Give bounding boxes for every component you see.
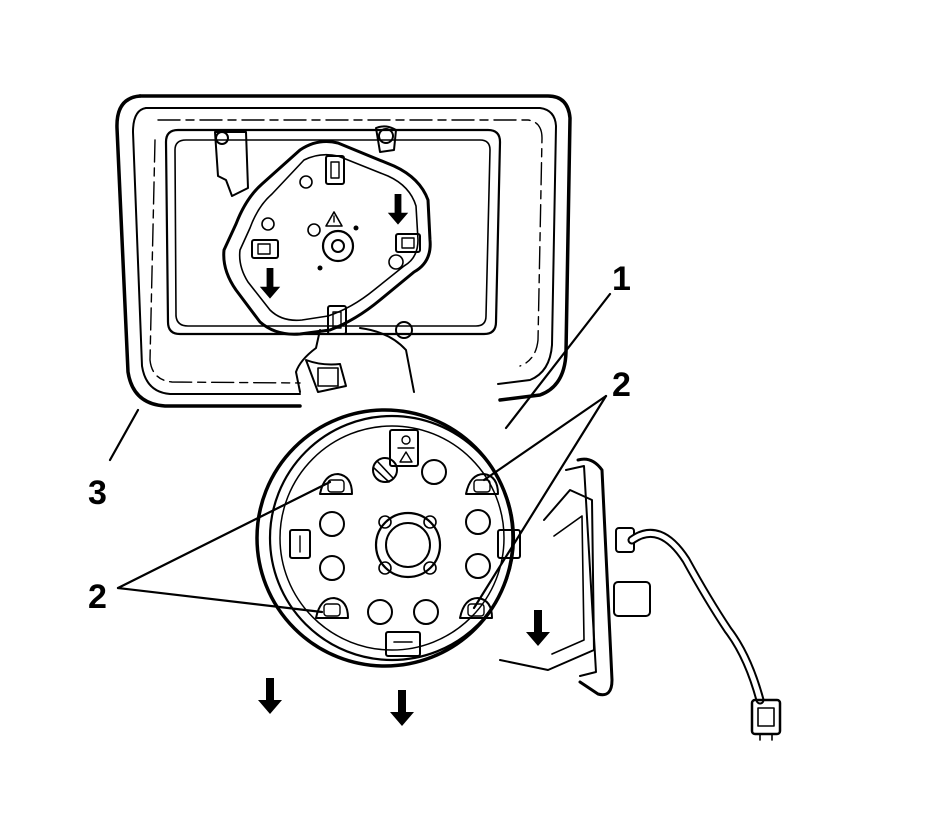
power-actuator: [214, 125, 432, 393]
leader-line-2-lower-a: [116, 480, 332, 590]
leader-lines: [108, 292, 612, 614]
warning-triangle-icon: [325, 211, 343, 227]
down-arrow-icon: [258, 678, 282, 714]
leader-line-1: [504, 292, 612, 430]
callout-3: 3: [88, 474, 107, 512]
down-arrow-icon: [526, 610, 550, 646]
callout-1: 1: [612, 260, 631, 298]
down-arrow-icon: [259, 268, 281, 299]
down-arrow-icon: [390, 690, 414, 726]
turn-signal-module: [499, 457, 782, 741]
callout-2-right: 2: [612, 366, 631, 404]
leader-line-3: [108, 408, 140, 462]
leader-line-2-lower-b: [116, 586, 324, 614]
mirror-glass: [255, 408, 521, 668]
mirror-housing: [115, 94, 572, 408]
down-arrow-icon: [387, 194, 409, 225]
arrow-group: [258, 194, 550, 726]
leader-line-2-upper-a: [482, 394, 608, 482]
leader-line-2-upper-b: [472, 394, 608, 610]
callout-2-left: 2: [88, 578, 107, 616]
